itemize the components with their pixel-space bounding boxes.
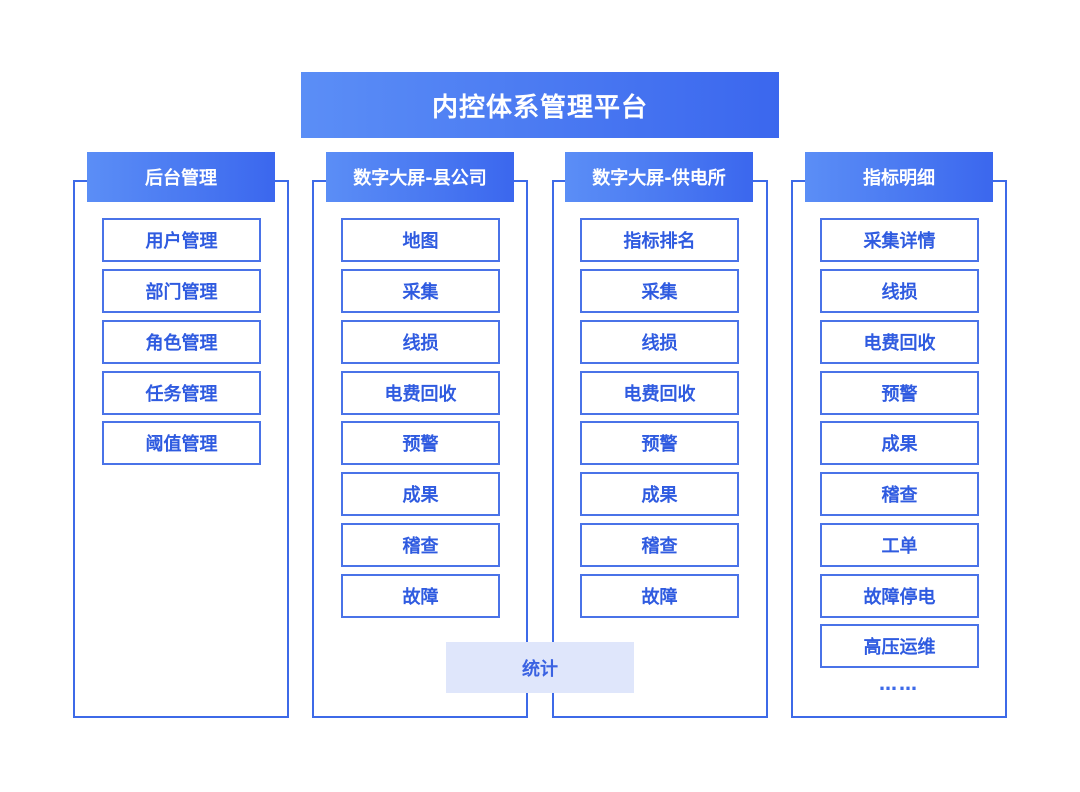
node-hv-maintenance: 高压运维 <box>820 624 979 668</box>
more-ellipsis: …… <box>879 674 919 695</box>
node-fault-outage: 故障停电 <box>820 574 979 618</box>
node-warning: 预警 <box>820 371 979 415</box>
node-collection: 采集 <box>580 269 739 313</box>
node-map: 地图 <box>341 218 500 262</box>
node-indicator-ranking: 指标排名 <box>580 218 739 262</box>
node-warning: 预警 <box>580 421 739 465</box>
column-header-county-screen: 数字大屏-县公司 <box>326 152 514 202</box>
platform-title: 内控体系管理平台 <box>301 72 779 138</box>
node-fee-recovery: 电费回收 <box>820 320 979 364</box>
node-user-management: 用户管理 <box>102 218 261 262</box>
node-collection-details: 采集详情 <box>820 218 979 262</box>
node-line-loss: 线损 <box>820 269 979 313</box>
node-work-order: 工单 <box>820 523 979 567</box>
node-threshold-management: 阈值管理 <box>102 421 261 465</box>
node-results: 成果 <box>820 421 979 465</box>
node-department-management: 部门管理 <box>102 269 261 313</box>
shared-statistics-node: 统计 <box>446 642 634 693</box>
node-role-management: 角色管理 <box>102 320 261 364</box>
node-results: 成果 <box>341 472 500 516</box>
node-line-loss: 线损 <box>341 320 500 364</box>
node-collection: 采集 <box>341 269 500 313</box>
node-fault: 故障 <box>341 574 500 618</box>
node-inspection: 稽查 <box>580 523 739 567</box>
node-fee-recovery: 电费回收 <box>341 371 500 415</box>
column-header-indicator-details: 指标明细 <box>805 152 993 202</box>
node-inspection: 稽查 <box>820 472 979 516</box>
node-results: 成果 <box>580 472 739 516</box>
node-line-loss: 线损 <box>580 320 739 364</box>
column-header-station-screen: 数字大屏-供电所 <box>565 152 753 202</box>
node-fault: 故障 <box>580 574 739 618</box>
node-fee-recovery: 电费回收 <box>580 371 739 415</box>
column-header-backend: 后台管理 <box>87 152 275 202</box>
node-task-management: 任务管理 <box>102 371 261 415</box>
node-warning: 预警 <box>341 421 500 465</box>
node-inspection: 稽查 <box>341 523 500 567</box>
